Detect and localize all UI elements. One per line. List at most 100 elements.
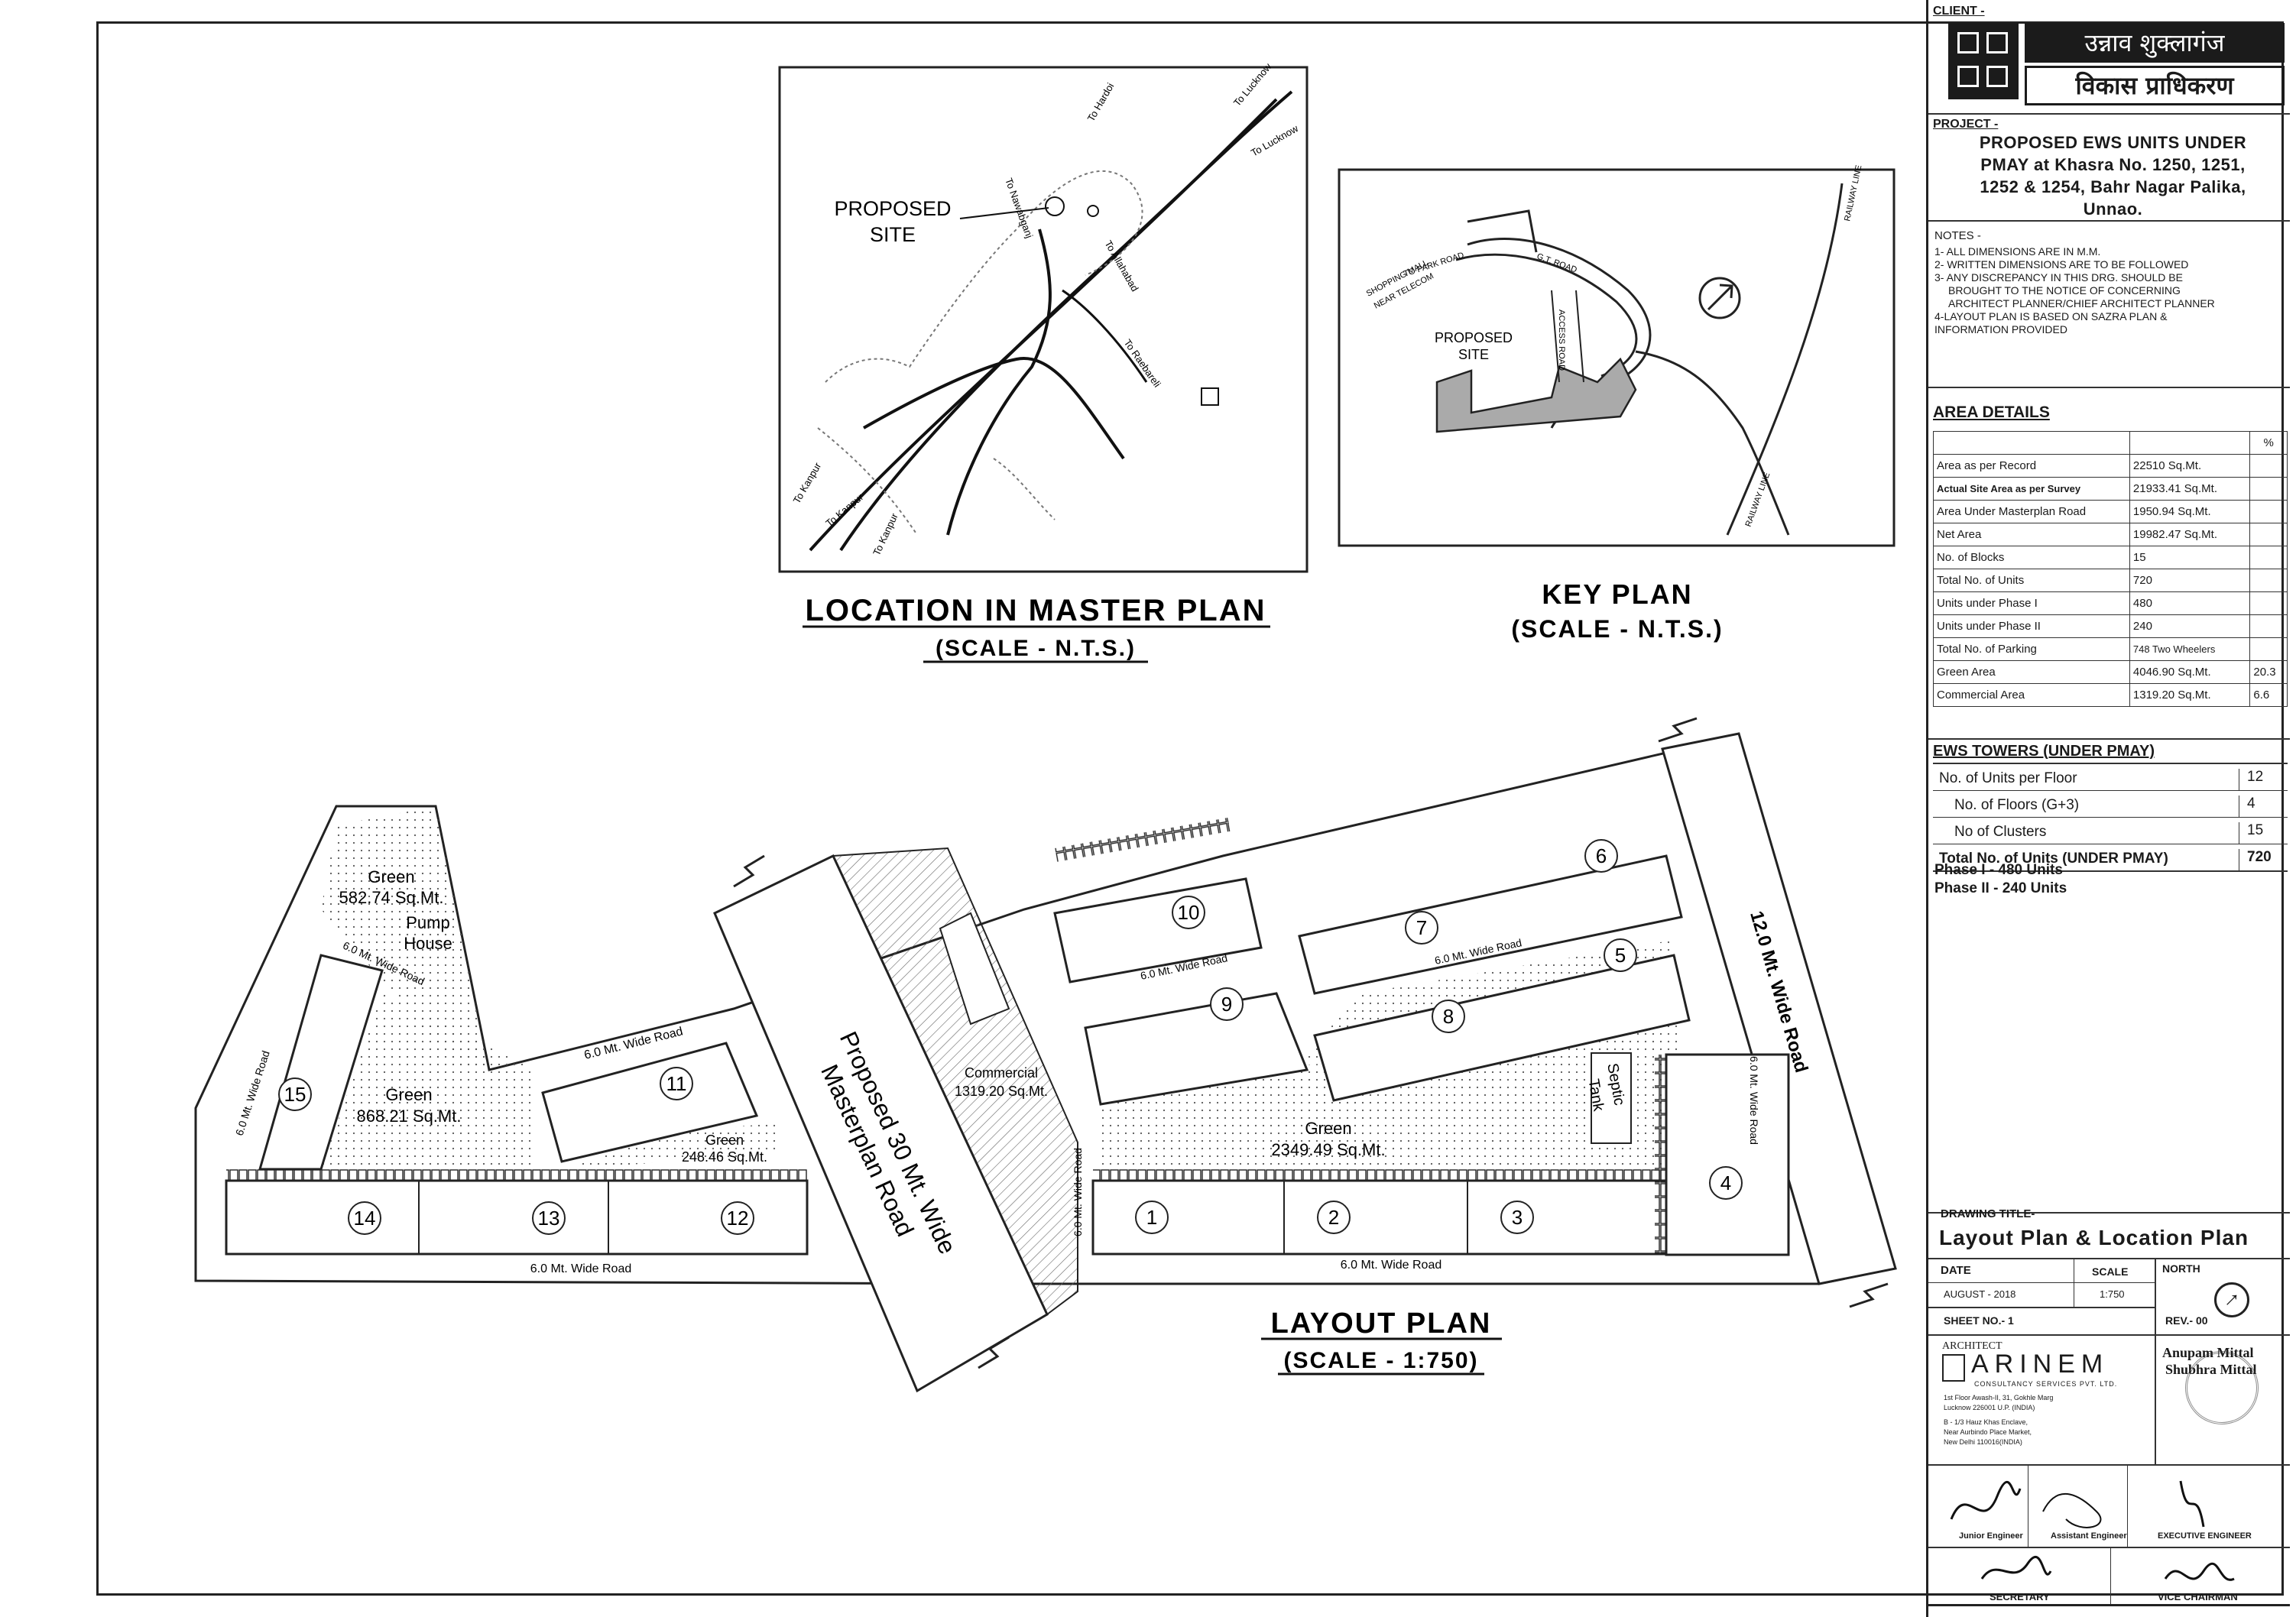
- note-line: 1- ALL DIMENSIONS ARE IN M.M.: [1934, 245, 2101, 258]
- ews-label: EWS TOWERS (UNDER PMAY): [1933, 743, 2155, 760]
- green-label: Green: [705, 1133, 744, 1148]
- green-label: Green: [368, 867, 414, 886]
- layout-plan-scale: (SCALE - 1:750): [1283, 1348, 1478, 1373]
- area-value: 15: [2129, 546, 2251, 569]
- green-area: [1101, 1024, 1681, 1169]
- drawing-title: Layout Plan & Location Plan: [1939, 1226, 2249, 1249]
- project-line: 1252 & 1254, Bahr Nagar Palika,: [1980, 177, 2246, 196]
- commercial-label: 1319.20 Sq.Mt.: [955, 1084, 1048, 1099]
- key-plan-title: KEY PLAN: [1542, 578, 1692, 610]
- location-proposed-site-label: PROPOSED: [834, 197, 951, 220]
- block-number: 12: [727, 1207, 749, 1230]
- drawing-sheet-border: [96, 21, 2284, 1596]
- architect-address: 1st Floor Awash-II, 31, Gokhle Marg: [1944, 1394, 2054, 1402]
- architect-address: Lucknow 226001 U.P. (INDIA): [1944, 1404, 2035, 1411]
- block-number: 10: [1178, 901, 1200, 924]
- green-area: [321, 806, 489, 1070]
- date-label: DATE: [1941, 1264, 1971, 1277]
- road-6m-label: 6.0 Mt. Wide Road: [1072, 1148, 1084, 1236]
- ews-table: No. of Units per Floor 12 No. of Floors …: [1933, 763, 2288, 872]
- area-key: Actual Site Area as per Survey: [1933, 477, 2130, 501]
- ews-value: 4: [2239, 796, 2255, 817]
- signature-scribble: [1950, 1480, 2205, 1528]
- note-line: 4-LAYOUT PLAN IS BASED ON SAZRA PLAN &: [1934, 310, 2168, 322]
- block-number: 5: [1615, 944, 1626, 967]
- ews-key: No of Clusters: [1954, 824, 2047, 840]
- location-map: PROPOSED SITE To Lucknow To Lucknow To H…: [778, 60, 1309, 573]
- scale-label: SCALE: [2092, 1265, 2129, 1278]
- green-label: Green: [1305, 1119, 1351, 1138]
- note-line: 3- ANY DISCREPANCY IN THIS DRG. SHOULD B…: [1934, 271, 2183, 284]
- architect-label: ARCHITECT: [1942, 1340, 2003, 1352]
- area-key: Total No. of Units: [1933, 569, 2130, 592]
- phase-1-note: Phase I - 480 Units: [1934, 862, 2063, 878]
- area-pct: [2249, 546, 2288, 569]
- area-pct: [2249, 614, 2288, 638]
- area-value: 1950.94 Sq.Mt.: [2129, 500, 2251, 523]
- layout-plan-title: LAYOUT PLAN: [1271, 1308, 1492, 1340]
- client-name-top: उन्नाव शुक्लागंज: [2025, 23, 2285, 63]
- block-8-5: [1313, 954, 1691, 1102]
- block-number: 6: [1596, 844, 1607, 867]
- block-10: [1053, 877, 1263, 983]
- green-label: Green: [385, 1085, 432, 1104]
- area-value: 240: [2129, 614, 2251, 638]
- client-label: CLIENT -: [1933, 5, 1985, 18]
- road-6m-label: 6.0 Mt. Wide Road: [1341, 1259, 1442, 1272]
- block-row: [225, 1179, 809, 1256]
- architect-firm-sub: CONSULTANCY SERVICES PVT. LTD.: [1974, 1380, 2118, 1388]
- area-pct: [2249, 637, 2288, 661]
- commercial-plot: [832, 847, 1078, 1316]
- architect-address: New Delhi 110016(INDIA): [1944, 1438, 2022, 1446]
- area-key: Area Under Masterplan Road: [1933, 500, 2130, 523]
- area-pct-head: %: [2249, 431, 2288, 455]
- area-value: 21933.41 Sq.Mt.: [2129, 477, 2251, 501]
- green-label: 868.21 Sq.Mt.: [357, 1107, 462, 1126]
- ews-value: 12: [2239, 769, 2263, 790]
- ews-row: No of Clusters 15: [1933, 818, 2288, 844]
- area-pct: [2249, 523, 2288, 546]
- area-value: 1319.20 Sq.Mt.: [2129, 683, 2251, 707]
- block-11: [541, 1042, 759, 1163]
- title-block: CLIENT - उन्नाव शुक्लागंज विकास प्राधिकर…: [1926, 0, 2290, 1617]
- block-number: 13: [538, 1207, 560, 1230]
- area-key: Units under Phase II: [1933, 614, 2130, 638]
- signatory-label: Assistant Engineer: [2051, 1531, 2127, 1541]
- location-plan-title: LOCATION IN MASTER PLAN: [805, 594, 1266, 627]
- block-markers: 1 2 3 4 5 6 7 8 9 10 11 12 13 14 15: [278, 839, 1743, 1235]
- note-line: BROUGHT TO THE NOTICE OF CONCERNING: [1948, 284, 2181, 297]
- road-6m-label: 6.0 Mt. Wide Road: [1748, 1056, 1760, 1145]
- ews-value: 15: [2239, 822, 2263, 844]
- client-logo: [1948, 23, 2019, 99]
- signature-row-2: SECRETARY VICE CHAIRMAN: [1928, 1548, 2290, 1606]
- ews-row: No. of Floors (G+3) 4: [1933, 791, 2288, 818]
- block-number: 3: [1512, 1206, 1523, 1229]
- ews-row: No. of Units per Floor 12: [1933, 764, 2288, 791]
- area-pct: [2249, 500, 2288, 523]
- block-number: 2: [1328, 1206, 1339, 1229]
- architect-address: Near Aurbindo Place Market,: [1944, 1428, 2032, 1436]
- architect-logo: [1942, 1354, 1965, 1382]
- area-row: %: [1933, 431, 2288, 455]
- project-line: PROPOSED EWS UNITS UNDER: [1979, 133, 2247, 152]
- signatory-label: VICE CHAIRMAN: [2158, 1591, 2238, 1602]
- note-line: ARCHITECT PLANNER/CHIEF ARCHITECT PLANNE…: [1948, 297, 2215, 309]
- location-plan-scale: (SCALE - N.T.S.): [936, 636, 1136, 661]
- area-key: Area as per Record: [1933, 454, 2130, 478]
- client-section: CLIENT - उन्नाव शुक्लागंज विकास प्राधिकर…: [1928, 0, 2290, 115]
- area-value: 748 Two Wheelers: [2129, 637, 2251, 661]
- ews-key: Total No. of Units (UNDER PMAY): [1939, 851, 2168, 867]
- ews-value: 720: [2239, 849, 2272, 870]
- area-key: Net Area: [1933, 523, 2130, 546]
- key-plan-scale: (SCALE - N.T.S.): [1511, 615, 1723, 643]
- phase-2-note: Phase II - 240 Units: [1934, 880, 2067, 896]
- client-name-bottom: विकास प्राधिकरण: [2025, 66, 2285, 105]
- block-15: [258, 954, 384, 1171]
- architect-section: ARCHITECT ARINEM CONSULTANCY SERVICES PV…: [1928, 1336, 2290, 1466]
- architect-address: B - 1/3 Hauz Khas Enclave,: [1944, 1418, 2028, 1426]
